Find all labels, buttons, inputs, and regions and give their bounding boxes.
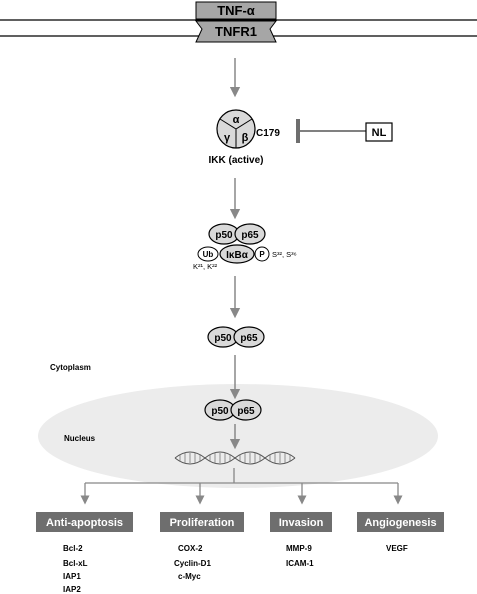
cyto-p50-label: p50 (214, 333, 232, 344)
anti-apoptosis-genes: Bcl-2 Bcl-xL IAP1 IAP2 (63, 544, 88, 594)
gene-label: VEGF (386, 544, 408, 553)
cytoplasm-label: Cytoplasm (50, 363, 91, 372)
outcome-title: Invasion (279, 517, 324, 529)
gene-label: c-Myc (178, 572, 201, 581)
ikk-gamma-label: γ (224, 132, 231, 144)
nucleus-label: Nucleus (64, 434, 96, 443)
complex-p50-label: p50 (215, 230, 233, 241)
proliferation-genes: COX-2 Cyclin-D1 c-Myc (174, 544, 211, 581)
ikba-label: IκBα (226, 250, 249, 261)
tnfr1-receptor: TNFR1 (195, 20, 277, 43)
receptor-label: TNFR1 (215, 24, 257, 39)
nl-inhibitor: NL (365, 122, 393, 142)
lysine-sites-label: K²¹, K²² (193, 262, 218, 271)
outcome-title: Angiogenesis (364, 517, 436, 529)
nuclear-nfkb-dimer: p50 p65 (204, 399, 262, 421)
inhibition-bar (296, 119, 366, 143)
gene-label: IAP2 (63, 585, 81, 594)
outcome-title: Proliferation (170, 517, 235, 529)
ikk-active-label: IKK (active) (208, 155, 263, 166)
gene-label: Bcl-xL (63, 559, 88, 568)
ikk-beta-label: β (242, 132, 249, 144)
phospho-label: P (259, 250, 265, 259)
gene-label: MMP-9 (286, 544, 312, 553)
outcome-connector (80, 468, 403, 505)
tnf-alpha-ligand: TNF-α (195, 1, 277, 20)
complex-p65-label: p65 (241, 230, 259, 241)
ikk-site-label: C179 (256, 128, 280, 139)
cyto-p65-label: p65 (240, 333, 258, 344)
ub-label: Ub (203, 250, 214, 259)
outcome-proliferation: Proliferation (160, 512, 244, 532)
dna-helix-icon (174, 451, 296, 465)
ikk-complex: α γ β (216, 109, 256, 149)
ligand-label: TNF-α (217, 3, 255, 18)
nuc-p50-label: p50 (211, 406, 229, 417)
outcome-angiogenesis: Angiogenesis (357, 512, 444, 532)
gene-label: COX-2 (178, 544, 203, 553)
gene-label: ICAM-1 (286, 559, 314, 568)
gene-label: IAP1 (63, 572, 81, 581)
serine-sites-label: S³², S³⁶ (272, 250, 297, 259)
outcome-invasion: Invasion (270, 512, 332, 532)
nuc-p65-label: p65 (237, 406, 255, 417)
gene-label: Cyclin-D1 (174, 559, 211, 568)
nfkb-ikba-complex: p50 p65 IκBα Ub P (197, 223, 270, 264)
cytoplasmic-nfkb-dimer: p50 p65 (207, 326, 265, 348)
outcome-title: Anti-apoptosis (46, 517, 123, 529)
nucleus-region (38, 384, 438, 488)
inhibitor-label: NL (372, 127, 387, 139)
angiogenesis-genes: VEGF (386, 544, 408, 553)
gene-label: Bcl-2 (63, 544, 83, 553)
ikk-alpha-label: α (233, 114, 240, 126)
invasion-genes: MMP-9 ICAM-1 (286, 544, 314, 568)
outcome-anti-apoptosis: Anti-apoptosis (36, 512, 133, 532)
